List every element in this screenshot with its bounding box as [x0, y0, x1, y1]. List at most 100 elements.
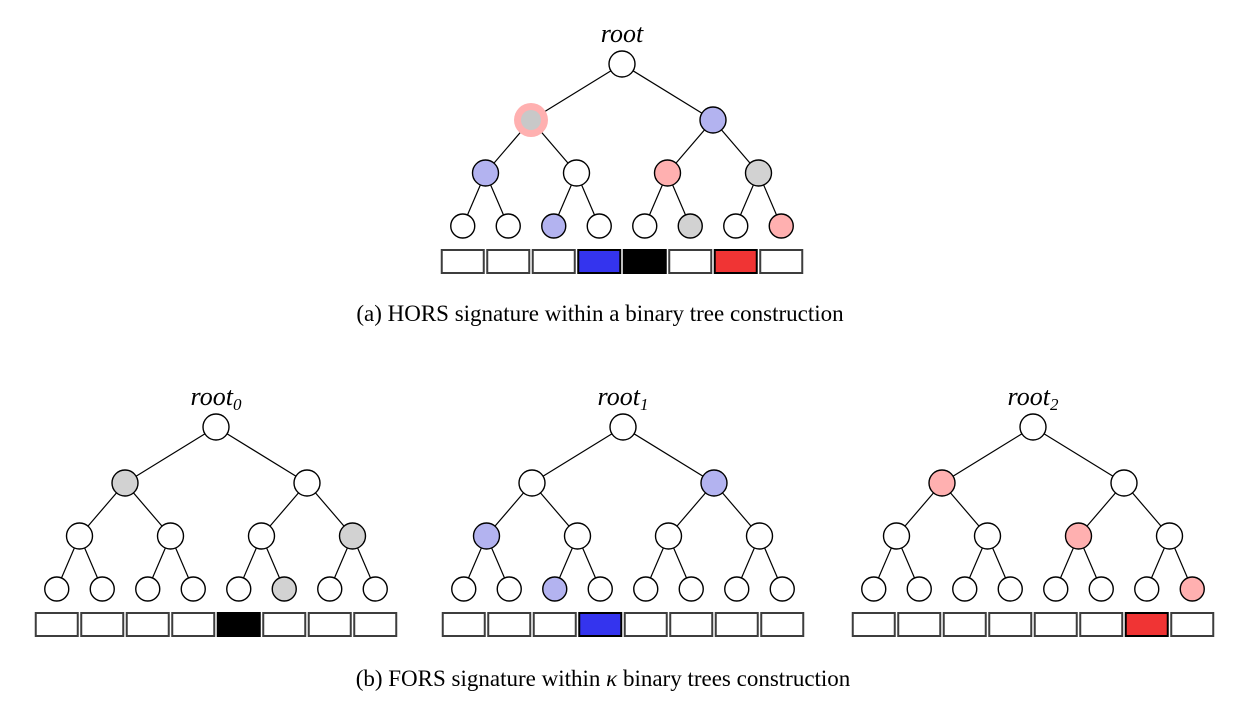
fors-tree-0-digest-box	[34, 612, 79, 637]
hors-tree-root-label-text: root	[601, 19, 644, 48]
hors-tree-tree-node	[471, 159, 500, 187]
fors-tree-2-digest-box	[988, 612, 1033, 637]
hors-tree-digest-box	[486, 249, 531, 274]
fors-tree-1-tree-node	[745, 522, 774, 550]
fors-tree-2-digest-box	[1170, 612, 1215, 637]
hors-tree-leaf-node	[541, 213, 567, 239]
hors-tree-digest-box	[577, 249, 622, 274]
fors-tree-1-leaf-node	[587, 576, 613, 602]
hors-tree-leaf-node	[495, 213, 521, 239]
fors-tree-1-tree-node	[609, 413, 637, 441]
fors-tree-1-root-label: root1	[598, 382, 649, 414]
caption-b: (b) FORS signature within κ binary trees…	[356, 666, 851, 692]
fors-tree-2-tree-node	[973, 522, 1002, 550]
hors-tree-tree-node	[653, 159, 682, 187]
fors-tree-1-digest-box	[669, 612, 714, 637]
fors-tree-2-tree-node	[882, 522, 911, 550]
fors-tree-0-tree-node	[293, 469, 321, 497]
caption-a-text: (a) HORS signature within a binary tree …	[356, 301, 844, 326]
fors-tree-2-tree-node	[1064, 522, 1093, 550]
hors-tree-digest-box	[668, 249, 713, 274]
fors-tree-0-leaf-node	[226, 576, 252, 602]
fors-tree-2-tree-node	[928, 469, 956, 497]
fors-tree-2-digest-box	[942, 612, 987, 637]
fors-tree-0-tree-node	[111, 469, 139, 497]
fors-tree-1-leaf-node	[633, 576, 659, 602]
fors-tree-2-leaf-node	[861, 576, 887, 602]
fors-tree-2-leaf-node	[1043, 576, 1069, 602]
fors-tree-0-tree-node	[247, 522, 276, 550]
hors-tree-digest-box	[531, 249, 576, 274]
fors-tree-1-tree-node	[563, 522, 592, 550]
fors-tree-1-digest-box	[532, 612, 577, 637]
fors-tree-0-digest-box	[307, 612, 352, 637]
caption-b-prefix: (b) FORS signature within	[355, 666, 607, 691]
fors-tree-0-tree-node	[202, 413, 230, 441]
fors-tree-0-tree-node	[338, 522, 367, 550]
fors-tree-2-tree-node	[1110, 469, 1138, 497]
fors-tree-2-digest-box	[851, 612, 896, 637]
fors-tree-1-digest-box	[441, 612, 486, 637]
fors-tree-0-leaf-node	[135, 576, 161, 602]
hors-tree-tree-node	[744, 159, 773, 187]
hors-tree-digest-box	[759, 249, 804, 274]
fors-tree-2-leaf-node	[1088, 576, 1114, 602]
fors-tree-1-leaf-node	[678, 576, 704, 602]
fors-tree-0-tree-node	[156, 522, 185, 550]
hors-tree-digest-box	[622, 249, 667, 274]
fors-tree-2-leaf-node	[1134, 576, 1160, 602]
hors-tree-leaf-node	[677, 213, 703, 239]
hors-tree-leaf-node	[450, 213, 476, 239]
fors-tree-2-leaf-node	[906, 576, 932, 602]
fors-tree-2-digest-box	[1124, 612, 1169, 637]
fors-tree-2-root-label: root2	[1008, 382, 1059, 414]
hors-tree-digest-box	[713, 249, 758, 274]
hors-tree-leaf-node	[632, 213, 658, 239]
fors-tree-2-root-label-subscript: 2	[1050, 395, 1059, 414]
hors-tree-edge	[621, 63, 714, 121]
fors-tree-1-digest-box	[578, 612, 623, 637]
fors-tree-0-root-label-text: root	[191, 382, 234, 411]
hors-tree-tree-node	[562, 159, 591, 187]
fors-tree-0-leaf-node	[317, 576, 343, 602]
fors-tree-0-leaf-node	[362, 576, 388, 602]
hors-tree-root-label: root	[601, 19, 644, 48]
hors-tree-leaf-node	[723, 213, 749, 239]
hors-tree-tree-node	[608, 50, 636, 78]
fors-tree-1-root-label-subscript: 1	[640, 395, 649, 414]
fors-tree-1-digest-box	[623, 612, 668, 637]
fors-tree-0-digest-box	[353, 612, 398, 637]
fors-tree-2-digest-box	[897, 612, 942, 637]
fors-tree-2-tree-node	[1019, 413, 1047, 441]
hors-tree-digest-box	[440, 249, 485, 274]
fors-tree-1-tree-node	[472, 522, 501, 550]
fors-tree-0-digest-box	[262, 612, 307, 637]
hors-tree-tree-node	[699, 106, 727, 134]
hors-tree-leaf-node	[768, 213, 794, 239]
fors-tree-0-root-label: root0	[191, 382, 242, 414]
fors-tree-0-digest-box	[171, 612, 216, 637]
fors-tree-1-digest-box	[714, 612, 759, 637]
fors-tree-0-leaf-node	[180, 576, 206, 602]
hors-tree-leaf-node	[586, 213, 612, 239]
caption-a: (a) HORS signature within a binary tree …	[356, 301, 843, 327]
hors-tree-edge	[530, 63, 623, 121]
fors-tree-0-digest-box	[80, 612, 125, 637]
fors-tree-0-digest-box	[125, 612, 170, 637]
fors-tree-1-leaf-node	[496, 576, 522, 602]
fors-tree-0-root-label-subscript: 0	[233, 395, 242, 414]
fors-tree-1-tree-node	[700, 469, 728, 497]
fors-tree-0-digest-box	[216, 612, 261, 637]
fors-tree-1-tree-node	[518, 469, 546, 497]
fors-tree-1-digest-box	[760, 612, 805, 637]
fors-tree-1-leaf-node	[542, 576, 568, 602]
fors-tree-0-edge	[124, 426, 217, 484]
kappa-symbol: κ	[606, 666, 618, 691]
fors-tree-2-edge	[1032, 426, 1125, 484]
fors-tree-1-digest-box	[487, 612, 532, 637]
fors-tree-2-digest-box	[1079, 612, 1124, 637]
fors-tree-1-leaf-node	[451, 576, 477, 602]
fors-tree-2-digest-box	[1033, 612, 1078, 637]
